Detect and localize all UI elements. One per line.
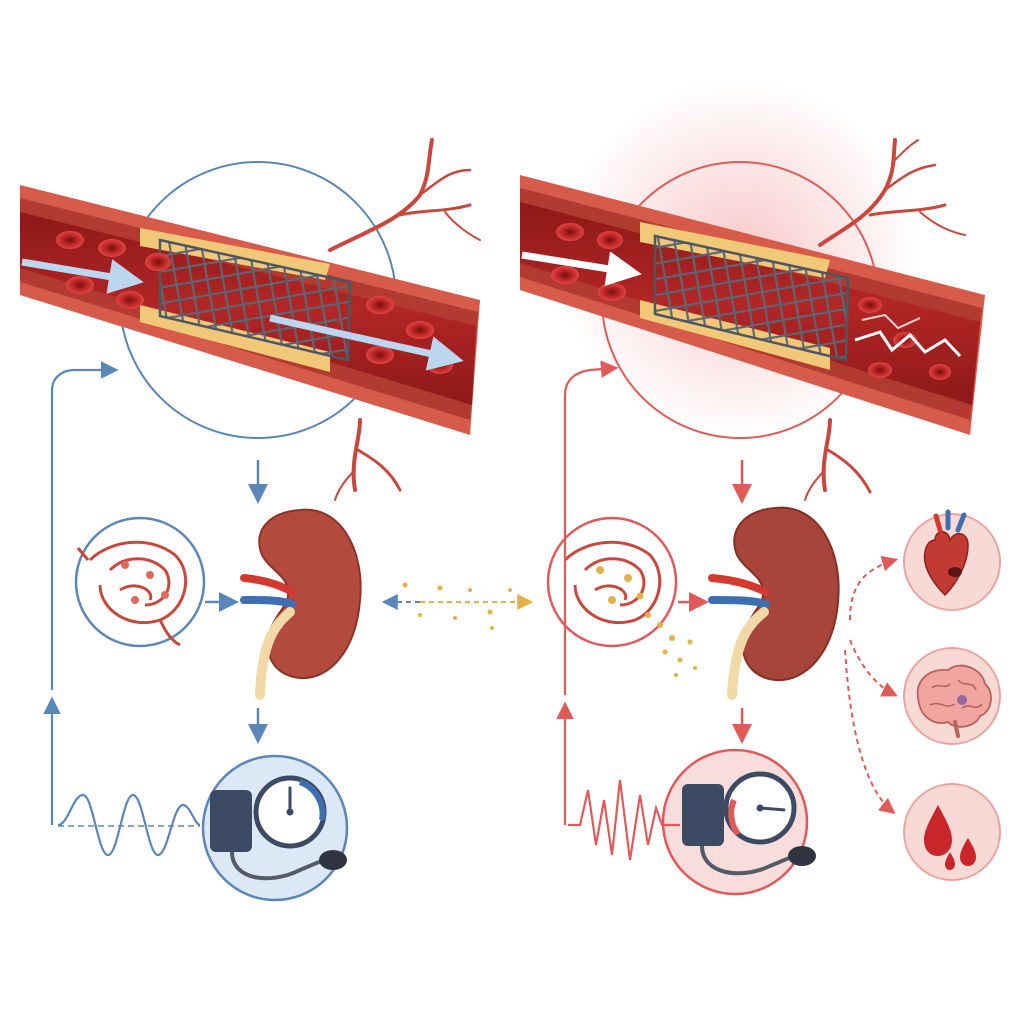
stable-branch-vessels [328, 138, 481, 501]
stable-bp-gauge [201, 754, 349, 902]
unstable-panel [520, 80, 1001, 896]
consequence-arrows [844, 555, 899, 814]
stable-pressure-waveform [57, 793, 201, 857]
unstable-stent [653, 234, 850, 362]
unstable-leaking-particles [657, 622, 697, 677]
unstable-vessel [520, 175, 985, 435]
stable-stent [158, 238, 352, 362]
consequence-brain [903, 647, 1001, 745]
unstable-kidney [708, 506, 840, 700]
unstable-turbulent-flow [854, 330, 962, 358]
unstable-gauge-needle [758, 806, 786, 812]
heart-icon [923, 509, 969, 597]
consequence-bleeding [903, 783, 1001, 881]
stable-kidney [240, 508, 362, 700]
stable-vessel [20, 185, 480, 435]
unstable-bp-gauge [661, 748, 816, 896]
blood-drops-icon [924, 805, 976, 870]
brain-icon [916, 664, 992, 738]
stable-panel [20, 138, 481, 902]
unstable-branch-vessels [804, 138, 966, 501]
exchange-arrow [381, 582, 534, 630]
unstable-glomerulus [546, 516, 678, 648]
consequence-heart [903, 509, 1001, 611]
unstable-pressure-waveform [568, 779, 680, 861]
stable-glomerulus [74, 516, 206, 648]
